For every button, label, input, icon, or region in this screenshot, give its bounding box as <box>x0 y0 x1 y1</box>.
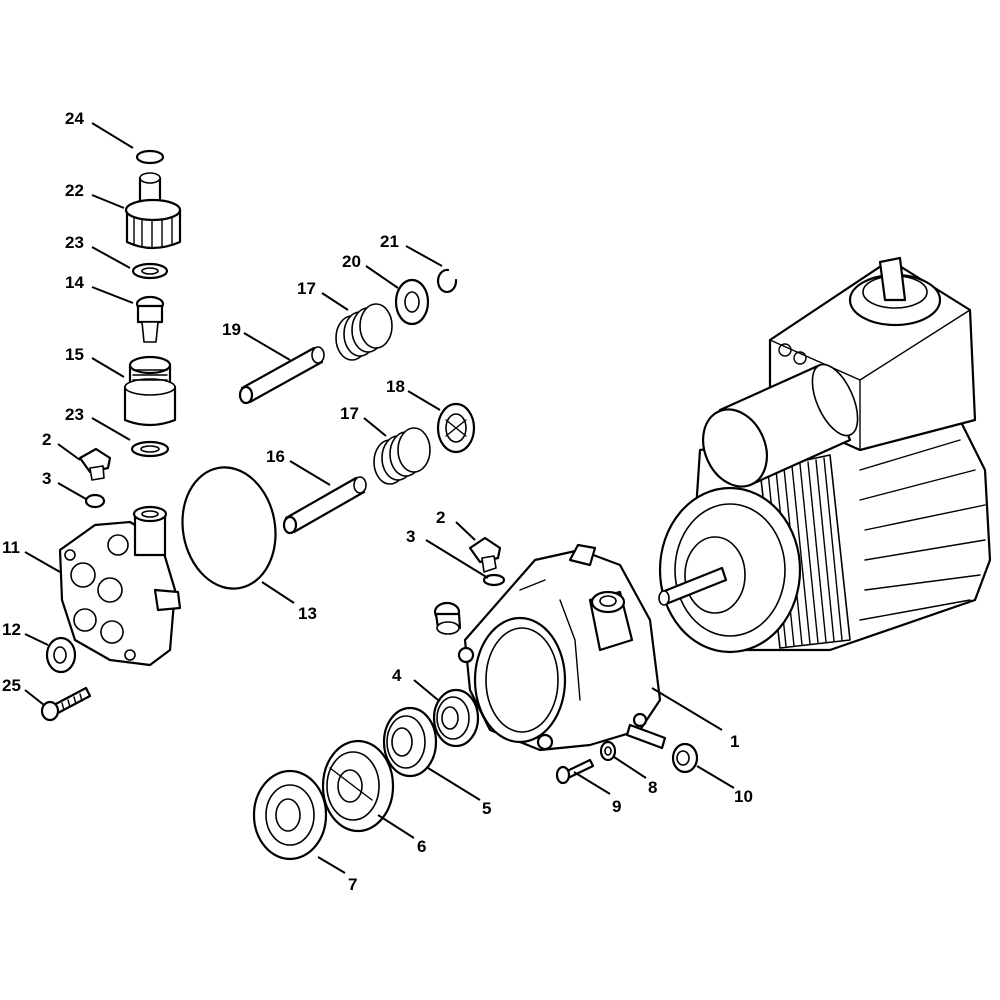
part-4-bearing <box>432 688 480 748</box>
callout-1: 1 <box>730 732 739 751</box>
callout-24: 24 <box>65 109 84 128</box>
part-10-nut <box>671 742 699 774</box>
housing-plug <box>433 601 462 635</box>
part-19-piston-upper <box>238 346 325 405</box>
callout-labels: 24 22 23 14 15 23 2 3 11 12 25 21 20 17 … <box>2 109 753 894</box>
part-17-spring-upper <box>335 303 393 361</box>
part-17-spring-lower <box>373 427 431 485</box>
callout-25: 25 <box>2 676 21 695</box>
callout-11: 11 <box>2 538 20 557</box>
part-12-plug-nut <box>45 636 77 674</box>
part-2-plug-left <box>78 447 112 481</box>
part-8-washer <box>599 740 617 762</box>
callout-23-lower: 23 <box>65 405 84 424</box>
part-9-screw <box>555 758 595 785</box>
part-11-pump-head <box>58 505 182 667</box>
part-13-o-ring-large <box>181 466 277 590</box>
callout-17-lower: 17 <box>340 404 359 423</box>
callout-19: 19 <box>222 320 241 339</box>
callout-5: 5 <box>482 799 491 818</box>
part-5-ball-bearing <box>382 706 438 778</box>
callout-17-upper: 17 <box>297 279 316 298</box>
part-24-o-ring <box>135 149 165 165</box>
part-16-piston-lower <box>282 476 367 535</box>
callout-12: 12 <box>2 620 21 639</box>
callout-3-right: 3 <box>406 527 415 546</box>
callout-16: 16 <box>266 447 285 466</box>
part-6-swash-plate <box>321 739 395 833</box>
callout-8: 8 <box>648 778 657 797</box>
callout-23-upper: 23 <box>65 233 84 252</box>
part-23-seal-lower <box>130 440 170 458</box>
part-14-valve <box>135 295 165 343</box>
callout-2-right: 2 <box>436 508 445 527</box>
callout-14: 14 <box>65 273 84 292</box>
part-3-o-ring-right <box>482 573 506 587</box>
callout-10: 10 <box>734 787 753 806</box>
part-3-o-ring-left <box>84 493 106 509</box>
part-20-washer <box>394 278 430 326</box>
callout-22: 22 <box>65 181 84 200</box>
part-7-thrust-washer <box>252 769 328 861</box>
callout-15: 15 <box>65 345 84 364</box>
part-1-pump-housing <box>457 543 667 752</box>
callout-3-left: 3 <box>42 469 51 488</box>
part-23-seal-upper <box>131 262 169 280</box>
callout-2-left: 2 <box>42 430 51 449</box>
callout-21: 21 <box>380 232 399 251</box>
leader-lines <box>24 122 735 874</box>
callout-18: 18 <box>386 377 405 396</box>
callout-20: 20 <box>342 252 361 271</box>
callout-13: 13 <box>298 604 317 623</box>
callout-7: 7 <box>348 875 357 894</box>
callout-6: 6 <box>417 837 426 856</box>
part-22-connector <box>124 172 182 250</box>
part-2-plug-right <box>468 536 502 573</box>
part-25-bolt <box>40 686 92 722</box>
callout-4: 4 <box>392 666 402 685</box>
part-15-valve-seat <box>123 355 177 427</box>
electric-motor <box>658 256 992 654</box>
part-21-circlip <box>436 268 458 294</box>
part-18-valve-disc <box>436 402 476 454</box>
callout-9: 9 <box>612 797 621 816</box>
